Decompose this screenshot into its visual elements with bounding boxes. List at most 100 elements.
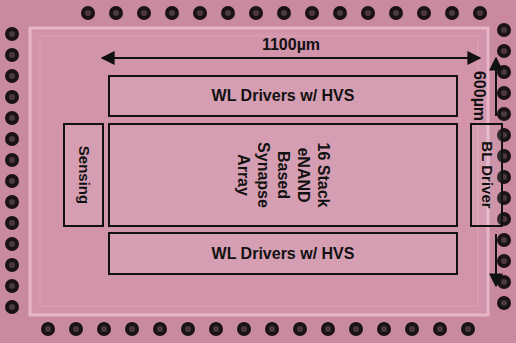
pad-center	[381, 326, 387, 332]
pad-ring	[5, 153, 19, 167]
pad-center	[353, 326, 359, 332]
pad-center	[9, 220, 15, 226]
bond-pad	[5, 258, 19, 272]
pad-ring	[125, 322, 139, 336]
pad-ring	[193, 6, 207, 20]
pad-ring	[137, 6, 151, 20]
bond-pad	[473, 6, 487, 20]
pad-ring	[497, 233, 511, 247]
bond-pad	[321, 322, 335, 336]
block-box: BL Driver	[470, 123, 503, 227]
bond-pad	[5, 237, 19, 251]
bond-pad	[5, 153, 19, 167]
bond-pad	[497, 23, 511, 37]
pad-center	[157, 326, 163, 332]
bond-pad	[5, 300, 19, 314]
bond-pad	[349, 322, 363, 336]
bond-pad	[5, 216, 19, 230]
bond-pad	[97, 322, 111, 336]
pad-ring	[497, 254, 511, 268]
height-arrow	[495, 234, 497, 286]
bond-pad	[153, 322, 167, 336]
pad-center	[325, 326, 331, 332]
pad-ring	[5, 174, 19, 188]
pad-ring	[5, 90, 19, 104]
pad-ring	[417, 6, 431, 20]
pad-ring	[165, 6, 179, 20]
pad-center	[501, 27, 507, 33]
pad-center	[9, 157, 15, 163]
pad-ring	[265, 322, 279, 336]
bond-pad	[209, 322, 223, 336]
pad-center	[9, 262, 15, 268]
pad-ring	[153, 322, 167, 336]
pad-ring	[497, 23, 511, 37]
die-core	[30, 28, 488, 315]
pad-center	[253, 10, 259, 16]
bond-pad	[389, 6, 403, 20]
bond-pad	[41, 322, 55, 336]
block-label: WL Drivers w/ HVS	[212, 86, 355, 106]
bond-pad	[5, 90, 19, 104]
bond-pad	[497, 233, 511, 247]
pad-ring	[333, 6, 347, 20]
block-box: WL Drivers w/ HVS	[108, 232, 458, 275]
pad-center	[9, 115, 15, 121]
pad-ring	[5, 48, 19, 62]
bond-pad	[497, 86, 511, 100]
block-box: Sensing	[63, 123, 104, 227]
bond-pad	[181, 322, 195, 336]
pad-center	[269, 326, 275, 332]
bond-pad	[5, 111, 19, 125]
pad-ring	[249, 6, 263, 20]
pad-ring	[5, 27, 19, 41]
bond-pad	[249, 6, 263, 20]
bond-pad	[497, 275, 511, 289]
pad-ring	[497, 44, 511, 58]
pad-ring	[497, 275, 511, 289]
pad-ring	[305, 6, 319, 20]
pad-ring	[41, 322, 55, 336]
pad-center	[465, 326, 471, 332]
bond-pad	[497, 107, 511, 121]
bond-pad	[377, 322, 391, 336]
pad-ring	[389, 6, 403, 20]
bond-pad	[497, 44, 511, 58]
pad-center	[213, 326, 219, 332]
bond-pad	[109, 6, 123, 20]
pad-center	[9, 136, 15, 142]
pad-ring	[5, 111, 19, 125]
bond-pad	[165, 6, 179, 20]
bond-pad	[305, 6, 319, 20]
bond-pad	[5, 48, 19, 62]
pad-ring	[473, 6, 487, 20]
bond-pad	[361, 6, 375, 20]
pad-ring	[69, 322, 83, 336]
pad-center	[9, 283, 15, 289]
pad-center	[281, 10, 287, 16]
pad-ring	[497, 65, 511, 79]
pad-ring	[221, 6, 235, 20]
pad-ring	[5, 279, 19, 293]
pad-center	[225, 10, 231, 16]
pad-center	[9, 199, 15, 205]
block-label: WL Drivers w/ HVS	[212, 244, 355, 264]
bond-pad	[461, 322, 475, 336]
pad-ring	[321, 322, 335, 336]
pad-ring	[5, 258, 19, 272]
bond-pad	[497, 65, 511, 79]
pad-center	[9, 73, 15, 79]
pad-center	[501, 90, 507, 96]
pad-ring	[5, 237, 19, 251]
pad-center	[393, 10, 399, 16]
pad-center	[421, 10, 427, 16]
block-label: 16 Stack eNAND Based Synapse Array	[233, 133, 333, 217]
pad-center	[449, 10, 455, 16]
bond-pad	[5, 195, 19, 209]
pad-ring	[5, 69, 19, 83]
pad-center	[9, 94, 15, 100]
pad-center	[113, 10, 119, 16]
bond-pad	[333, 6, 347, 20]
pad-ring	[209, 322, 223, 336]
